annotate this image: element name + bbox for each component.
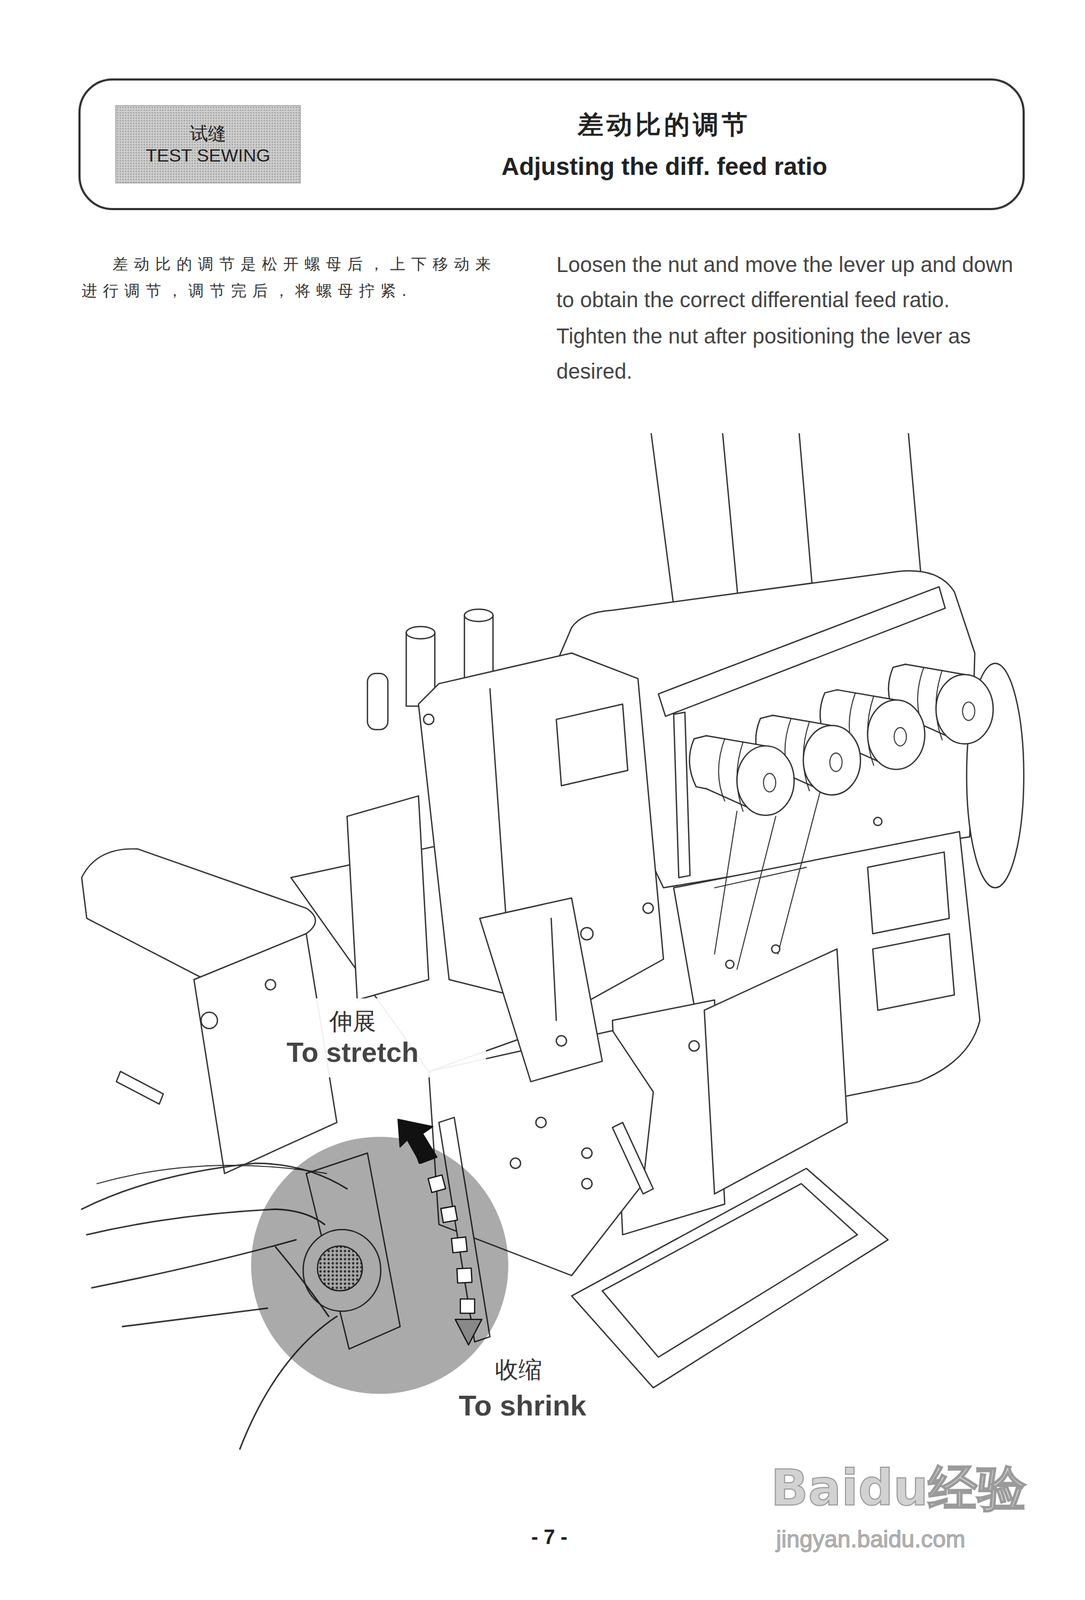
overlock-machine: [81, 433, 1024, 1450]
section-tab: 试缝TEST SEWING: [115, 105, 301, 184]
thread-guide: [658, 586, 946, 878]
adjust-arrow: [397, 1119, 482, 1346]
title-zh: 差动比的调节: [577, 109, 751, 141]
page-title: Adjusting the diff. feed ratio: [501, 152, 828, 182]
instruction-zh: 差动比的调节是松开螺母后，上下移动来进行调节，调节完后，将螺母拧紧.: [81, 250, 515, 305]
watermark-url: jingyan.baidu.com: [776, 1526, 966, 1553]
instruction-en: Loosen the nut and move the lever up and…: [556, 246, 1032, 318]
stretch-label: 伸展To stretch: [219, 998, 486, 1078]
shrink-text-en: To shrink: [455, 1388, 590, 1424]
tab-text-en: TEST SEWING: [145, 144, 271, 167]
stretch-text-zh: 伸展: [329, 1006, 377, 1036]
stretch-text-en: To stretch: [286, 1035, 419, 1069]
shrink-text-zh: 收缩: [491, 1354, 546, 1385]
page-number: - 7 -: [531, 1525, 568, 1551]
watermark: Baidu经验: [770, 1461, 1027, 1516]
thread-cones: [689, 664, 993, 816]
tab-text-zh: 试缝: [189, 122, 227, 145]
screws: [201, 714, 882, 1190]
machine-body: [81, 570, 1024, 1388]
instruction-en: Tighten the nut after positioning the le…: [556, 318, 1032, 389]
header-band: [79, 79, 1024, 210]
highlight-circle: [251, 1136, 509, 1394]
